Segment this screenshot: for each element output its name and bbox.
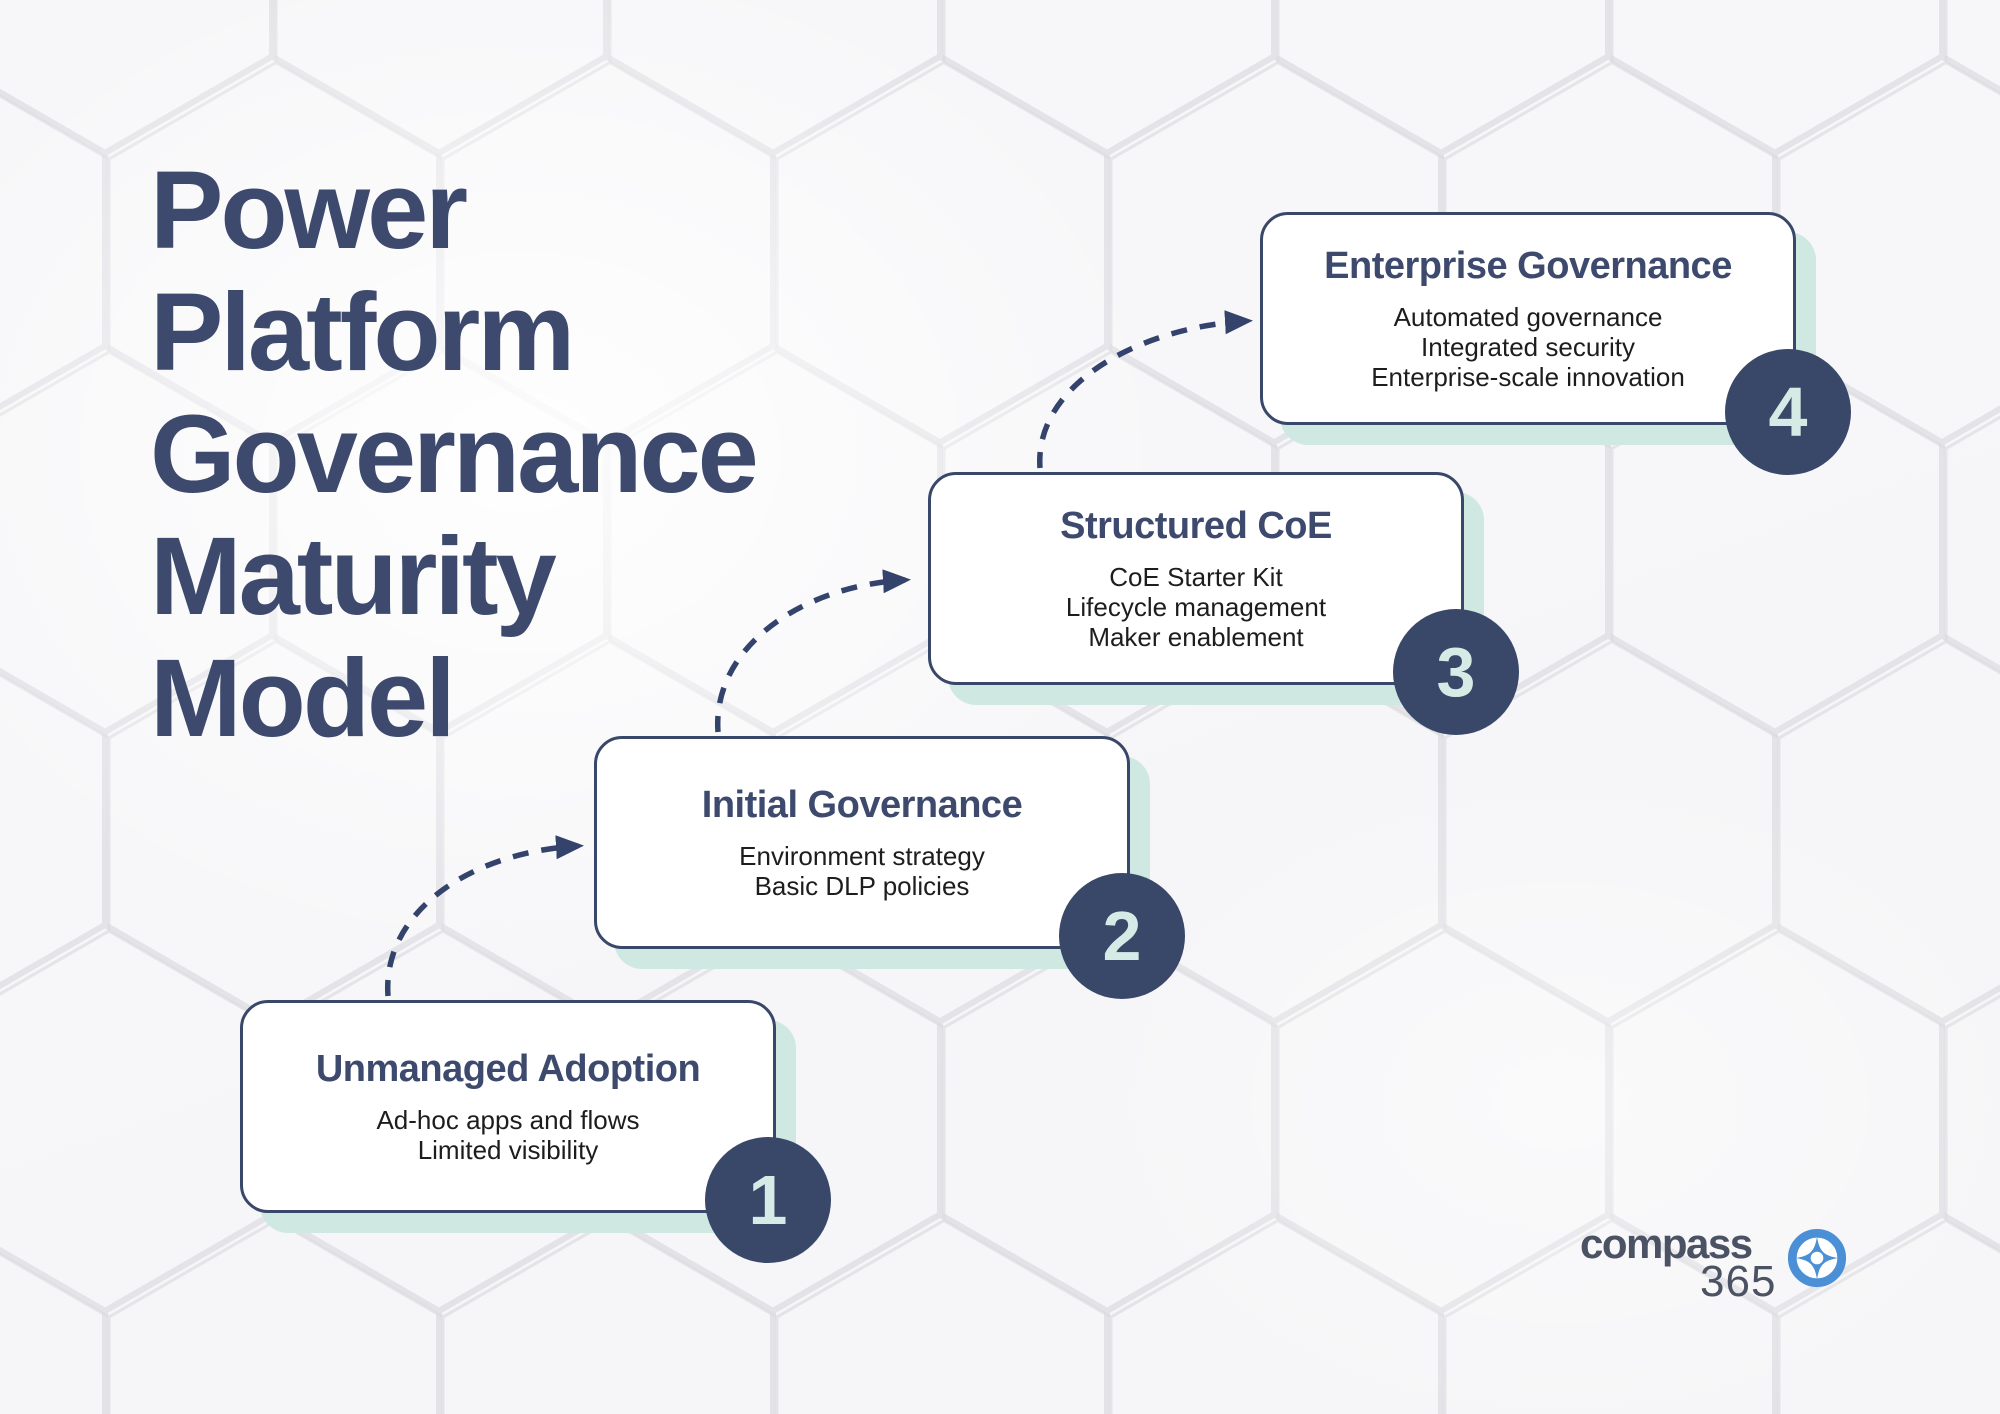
stage-card-2: Initial Governance Environment strategy …	[594, 736, 1185, 999]
stage-description: Automated governance Integrated security…	[1371, 302, 1685, 392]
stage-title: Structured CoE	[1060, 505, 1332, 547]
stage-description-line: Limited visibility	[417, 1135, 599, 1165]
stage-title: Initial Governance	[701, 784, 1023, 826]
page-title-line: Model	[150, 637, 456, 760]
stage-description-line: Integrated security	[1421, 332, 1635, 362]
stage-number-badge: 3	[1393, 609, 1519, 735]
stage-description: Environment strategy Basic DLP policies	[739, 841, 985, 901]
stage-card-1: Unmanaged Adoption Ad-hoc apps and flows…	[240, 1000, 831, 1263]
stage-description: CoE Starter Kit Lifecycle management Mak…	[1066, 562, 1326, 652]
page-title-line: Power	[150, 149, 468, 272]
logo-wordmark: compass	[1580, 1220, 1753, 1267]
page-title-line: Platform	[150, 271, 575, 394]
arrow-2-to-3	[715, 569, 911, 733]
stage-title: Enterprise Governance	[1324, 245, 1732, 287]
stage-description-line: Enterprise-scale innovation	[1371, 362, 1685, 392]
stage-description-line: Basic DLP policies	[754, 871, 970, 901]
stage-description-line: Automated governance	[1393, 302, 1663, 332]
stage-description: Ad-hoc apps and flows Limited visibility	[376, 1105, 639, 1165]
stage-number-badge: 2	[1059, 873, 1185, 999]
compass-icon	[1787, 1228, 1847, 1288]
stage-description-line: CoE Starter Kit	[1109, 562, 1283, 592]
stage-number-badge: 4	[1725, 349, 1851, 475]
page-title-line: Maturity	[150, 515, 557, 638]
page-title-line: Governance	[150, 393, 759, 516]
stage-description-line: Maker enablement	[1088, 622, 1304, 652]
logo-wordmark-suffix: 365	[1700, 1257, 1777, 1306]
page-title: Power Platform Governance Maturity Model	[150, 149, 759, 760]
stage-description-line: Ad-hoc apps and flows	[376, 1105, 640, 1135]
stage-card-4: Enterprise Governance Automated governan…	[1260, 212, 1851, 475]
compass365-logo: compass 365	[1560, 1215, 1860, 1315]
arrow-3-to-4	[1037, 310, 1253, 469]
stage-number-badge: 1	[705, 1137, 831, 1263]
stage-description-line: Environment strategy	[739, 841, 985, 871]
arrow-1-to-2	[385, 835, 584, 997]
stage-card-3: Structured CoE CoE Starter Kit Lifecycle…	[928, 472, 1519, 735]
stage-description-line: Lifecycle management	[1065, 592, 1327, 622]
stage-title: Unmanaged Adoption	[315, 1048, 701, 1090]
